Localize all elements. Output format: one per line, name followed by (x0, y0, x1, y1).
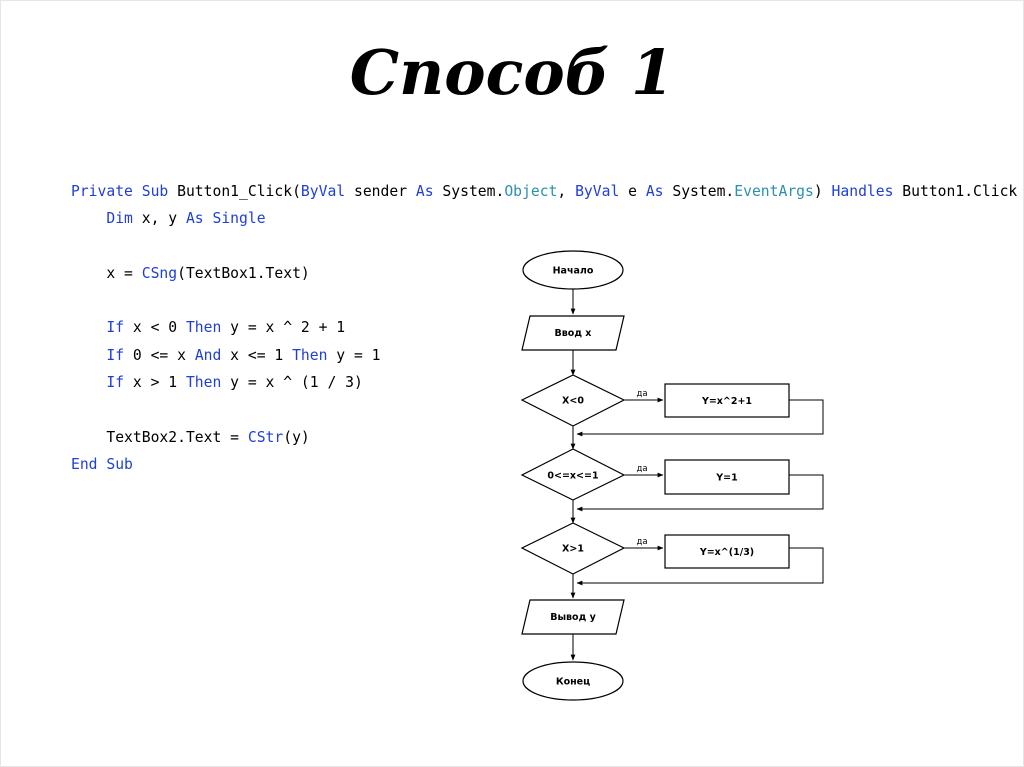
code-keyword: If (106, 374, 125, 392)
code-token: Button1.Click (893, 183, 1018, 200)
code-keyword: If (106, 346, 125, 364)
code-keyword: Then (292, 346, 328, 364)
code-keyword: CSng (141, 264, 178, 282)
code-token: y = x ^ 2 + 1 (221, 319, 346, 337)
code-keyword: ByVal (575, 183, 620, 200)
action-3-process (664, 534, 790, 569)
action-2-process (664, 459, 790, 495)
code-token: System. (433, 183, 505, 200)
code-type: Object (504, 183, 558, 200)
end-terminator (522, 661, 624, 701)
code-keyword: Dim (106, 210, 133, 228)
code-type: EventArgs (734, 183, 814, 200)
start-label: Начало (553, 266, 594, 277)
action-1-label: Y=x^2+1 (701, 396, 752, 407)
code-keyword: As (185, 210, 204, 228)
code-token: e (619, 183, 646, 200)
code-token: x, y (132, 210, 186, 228)
return-line-1 (576, 399, 824, 437)
output-parallelogram (521, 599, 625, 635)
slide-border-left (0, 0, 1, 767)
code-keyword: CStr (247, 428, 284, 446)
decision-2-label: 0<=x<=1 (547, 471, 598, 482)
yes-label-2: да (636, 464, 647, 474)
code-line: If x > 1 Then y = x ^ (1 / 3) (71, 369, 1017, 396)
output-label: Вывод y (550, 612, 596, 623)
decision-2-diamond (520, 448, 626, 501)
code-keyword: End Sub (71, 455, 133, 473)
code-token: x < 0 (124, 319, 186, 337)
code-token: y = x ^ (1 / 3) (221, 374, 363, 392)
code-line: End Sub (71, 451, 1017, 478)
start-terminator (522, 250, 624, 290)
end-label: Конец (556, 677, 590, 688)
code-keyword: Then (185, 319, 222, 337)
code-line: Dim x, y As Single (71, 205, 1017, 232)
code-token: sender (345, 183, 416, 200)
code-token: ) (813, 183, 832, 200)
code-token: x = (71, 264, 142, 282)
code-keyword: Private Sub (71, 183, 178, 200)
code-keyword: As (415, 183, 434, 200)
code-line: If x < 0 Then y = x ^ 2 + 1 (71, 314, 1017, 341)
code-line: TextBox2.Text = CStr(y) (71, 424, 1017, 451)
code-keyword: As (645, 183, 664, 200)
input-label: Ввод x (555, 328, 592, 339)
code-token: x <= 1 (221, 346, 293, 364)
code-token: y = 1 (327, 346, 381, 364)
code-token: Button1_Click( (177, 183, 301, 200)
yes-label-1: да (636, 389, 647, 399)
yes-label-3: да (636, 537, 647, 547)
code-line: If 0 <= x And x <= 1 Then y = 1 (71, 342, 1017, 369)
decision-3-diamond (520, 522, 626, 575)
decision-3-label: X>1 (562, 544, 584, 555)
code-keyword: If (106, 319, 125, 337)
decision-1-diamond (520, 374, 626, 427)
decision-1-label: X<0 (562, 396, 584, 407)
code-token: (y) (283, 428, 310, 446)
code-token: (TextBox1.Text) (177, 264, 310, 282)
code-token: 0 <= x (124, 346, 195, 364)
code-keyword: ByVal (300, 183, 346, 200)
code-block: Private Sub Button1_Click(ByVal sender A… (71, 178, 1017, 478)
slide-border-top (0, 0, 1024, 1)
code-line: Private Sub Button1_Click(ByVal sender A… (71, 178, 1017, 205)
slide-title: Способ 1 (349, 36, 675, 109)
action-3-label: Y=x^(1/3) (699, 547, 754, 558)
input-parallelogram (521, 315, 625, 351)
code-token: , (557, 183, 576, 200)
code-line: x = CSng(TextBox1.Text) (71, 260, 1017, 287)
action-1-process (664, 383, 790, 418)
code-token: System. (663, 183, 735, 200)
return-line-3 (576, 547, 824, 586)
action-2-label: Y=1 (715, 473, 737, 484)
code-token: x > 1 (124, 374, 186, 392)
code-keyword: Handles (831, 183, 894, 200)
code-keyword: Then (185, 374, 222, 392)
code-token: TextBox2.Text = (71, 428, 248, 446)
return-line-2 (576, 474, 824, 512)
code-keyword: Single (212, 210, 266, 228)
code-keyword: And (194, 346, 222, 364)
